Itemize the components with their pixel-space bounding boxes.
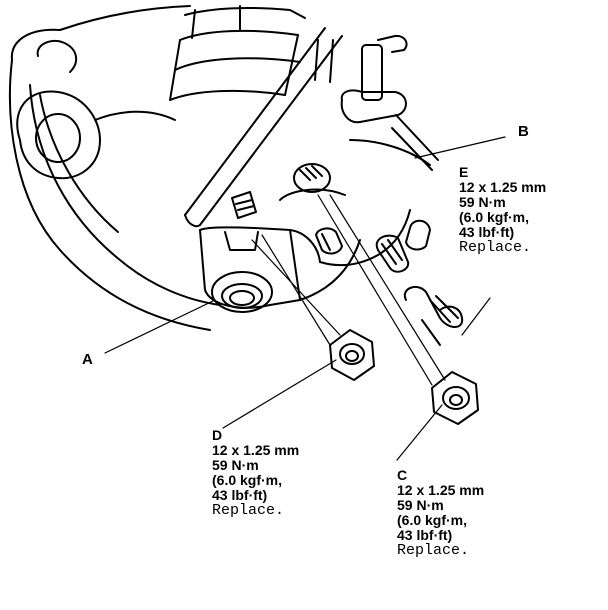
leader-a [104, 299, 216, 354]
spec-c-size: 12 x 1.25 mm [397, 482, 485, 498]
spec-c-letter: C [397, 467, 408, 483]
nut-c [431, 371, 479, 425]
leader-lines [104, 136, 506, 461]
spec-d-torque-nm: 59 N·m [212, 457, 259, 473]
spec-e-note: Replace. [459, 239, 532, 256]
leader-d [222, 359, 337, 429]
stabilizer-link [314, 34, 439, 171]
diagonal-link [184, 27, 343, 228]
stud-left [231, 191, 257, 219]
stud-b [293, 163, 331, 193]
spec-c-torque-lbf: 43 lbf·ft) [397, 527, 453, 543]
spec-e-size: 12 x 1.25 mm [459, 179, 547, 195]
leader-e [461, 297, 491, 336]
spec-c-torque-kgf: (6.0 kgf·m, [397, 512, 468, 528]
spec-d-note: Replace. [212, 502, 285, 519]
nut-d [329, 329, 375, 381]
spec-e-torque-lbf: 43 lbf·ft) [459, 224, 515, 240]
spec-c-torque-nm: 59 N·m [397, 497, 444, 513]
spec-c: C 12 x 1.25 mm 59 N·m (6.0 kgf·m, 43 lbf… [397, 468, 484, 559]
spec-d-torque-lbf: 43 lbf·ft) [212, 487, 268, 503]
spec-e: E 12 x 1.25 mm 59 N·m (6.0 kgf·m, 43 lbf… [459, 165, 546, 256]
leader-c [396, 404, 443, 461]
knuckle-bore [211, 271, 273, 313]
spec-d-letter: D [212, 427, 223, 443]
assembly-lines [251, 194, 446, 386]
spec-c-note: Replace. [397, 542, 470, 559]
brake-disc-shield [8, 5, 221, 331]
leader-b [414, 136, 506, 159]
spec-e-letter: E [459, 164, 469, 180]
spec-e-torque-kgf: (6.0 kgf·m, [459, 209, 530, 225]
label-b: B [518, 123, 529, 140]
bolt-e [375, 219, 464, 346]
label-a: A [82, 351, 93, 368]
spec-d-size: 12 x 1.25 mm [212, 442, 300, 458]
spec-d-torque-kgf: (6.0 kgf·m, [212, 472, 283, 488]
knuckle-arm [16, 39, 176, 180]
spec-e-torque-nm: 59 N·m [459, 194, 506, 210]
spec-d: D 12 x 1.25 mm 59 N·m (6.0 kgf·m, 43 lbf… [212, 428, 299, 519]
stud-middle [315, 227, 343, 255]
damper-strut [169, 5, 306, 101]
